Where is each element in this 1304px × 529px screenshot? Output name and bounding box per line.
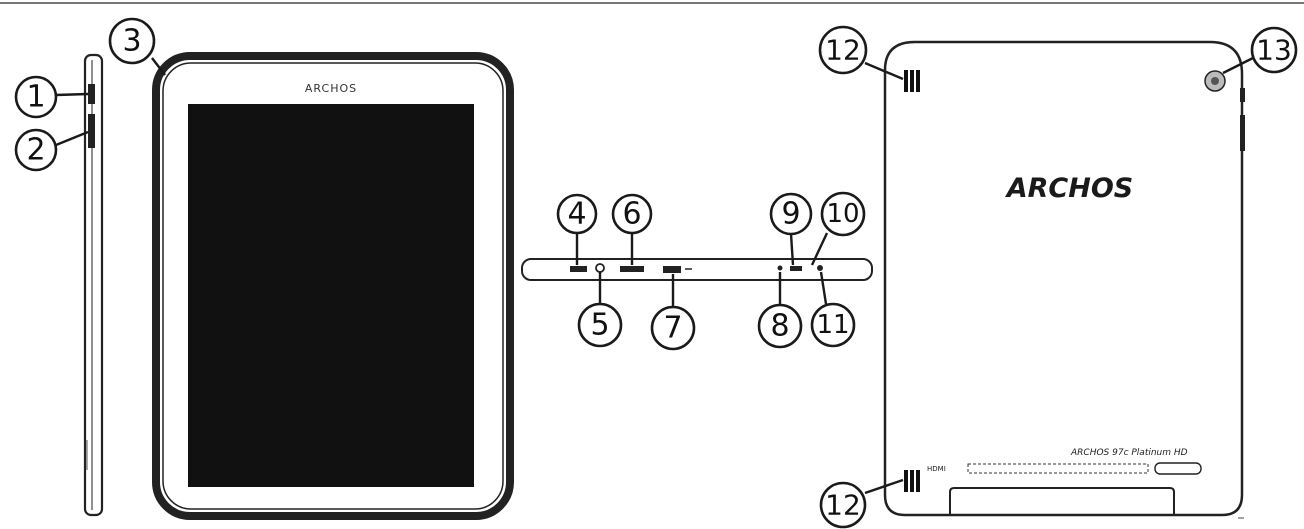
leader-13 — [1222, 55, 1256, 75]
callout-9-label: 9 — [781, 197, 800, 232]
callout-1-label: 1 — [26, 80, 45, 115]
callout-11-label: 11 — [816, 310, 849, 340]
callout-6-label: 6 — [622, 197, 641, 232]
callout-12-bottom-label: 12 — [825, 489, 861, 522]
side-body — [83, 53, 104, 517]
callout-7: 7 — [650, 305, 696, 351]
port-6 — [620, 266, 644, 272]
front-outer-frame — [152, 52, 514, 520]
back-side-button-1 — [1240, 88, 1245, 102]
rear-camera-lens — [1211, 77, 1219, 85]
callout-10: 10 — [820, 191, 866, 237]
callout-8: 8 — [757, 303, 803, 349]
callout-12-top-label: 12 — [825, 34, 861, 67]
leader-2 — [55, 130, 89, 147]
back-regulatory-marks — [967, 463, 1149, 474]
back-model-label: ARCHOS 97c Platinum HD — [1070, 448, 1188, 458]
speaker-bottom — [904, 470, 920, 492]
callout-3-label: 3 — [122, 24, 141, 59]
back-side-button-2 — [1240, 115, 1245, 151]
callout-2-label: 2 — [26, 133, 45, 168]
back-stand — [949, 487, 1175, 515]
callout-12-bottom: 12 — [819, 481, 867, 529]
bottom-edge-view — [521, 258, 873, 281]
front-view: ARCHOS — [152, 52, 514, 520]
leader-lines — [55, 55, 1256, 495]
callout-9: 9 — [769, 192, 813, 236]
side-view — [83, 53, 104, 517]
callout-13: 13 — [1250, 26, 1298, 74]
front-screen — [188, 104, 474, 487]
leader-10 — [810, 232, 829, 266]
leader-1 — [55, 92, 89, 97]
leader-3 — [151, 57, 166, 76]
back-brand-logo: ARCHOS — [1005, 173, 1134, 204]
edge-body — [521, 258, 873, 281]
callout-5-label: 5 — [590, 308, 609, 343]
callout-7-label: 7 — [663, 311, 682, 346]
port-8 — [777, 265, 783, 271]
power-button — [88, 84, 95, 104]
back-cert-badge — [1154, 462, 1202, 475]
callout-2: 2 — [14, 128, 58, 172]
callout-5: 5 — [577, 302, 623, 348]
port-9 — [790, 266, 802, 271]
port-5 — [595, 263, 605, 273]
leader-12a — [864, 61, 904, 81]
callout-6: 6 — [611, 193, 653, 235]
callout-12-top: 12 — [818, 25, 868, 75]
callout-4-label: 4 — [567, 197, 586, 232]
port-7 — [663, 266, 681, 273]
back-hdmi-label: HDMI — [927, 465, 946, 473]
leader-12b — [864, 478, 904, 495]
back-outline — [883, 40, 1244, 517]
callout-11: 11 — [810, 302, 856, 348]
speaker-top — [904, 70, 920, 92]
callout-4: 4 — [556, 193, 598, 235]
front-brand-logo: ARCHOS — [305, 82, 357, 95]
leader-9 — [789, 233, 795, 266]
port-11 — [817, 265, 823, 271]
callout-1: 1 — [14, 75, 58, 119]
volume-button — [88, 114, 95, 148]
callout-8-label: 8 — [770, 309, 789, 344]
back-view: ARCHOS ARCHOS 97c Platinum HD HDMI — [883, 40, 1245, 519]
callout-3: 3 — [108, 17, 156, 65]
callout-13-label: 13 — [1256, 34, 1292, 67]
port-4 — [570, 266, 587, 272]
callout-10-label: 10 — [826, 199, 859, 229]
leader-11 — [819, 271, 828, 305]
front-inner-frame — [162, 62, 504, 510]
